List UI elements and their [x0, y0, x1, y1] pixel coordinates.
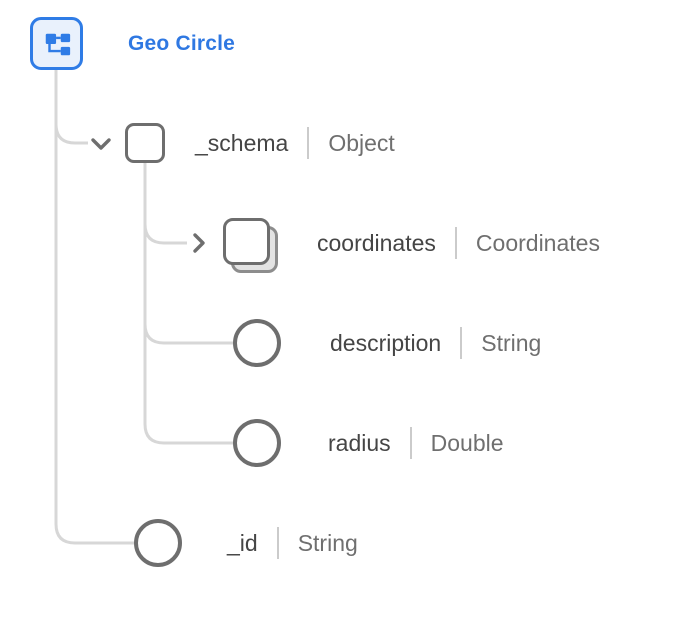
connector-schema-to-radius [143, 163, 233, 445]
tree-node-id[interactable]: _id String [227, 519, 358, 567]
name-type-divider [307, 127, 310, 159]
array-stack-icon[interactable] [223, 218, 279, 274]
connector-root-to-id [54, 70, 134, 545]
field-name: _schema [195, 129, 289, 156]
tree-node-coordinates[interactable]: coordinates Coordinates [317, 219, 600, 267]
chevron-down-icon [91, 138, 111, 150]
object-square-icon[interactable] [125, 123, 165, 163]
field-type: Double [430, 429, 504, 456]
chevron-right-icon [193, 233, 205, 253]
schema-tree-icon [42, 29, 72, 59]
tree-node-schema[interactable]: _schema Object [195, 119, 395, 167]
field-circle-icon[interactable] [233, 419, 281, 467]
connector-schema-to-description [143, 323, 233, 345]
name-type-divider [454, 227, 457, 259]
field-circle-icon[interactable] [134, 519, 182, 567]
field-circle-icon[interactable] [233, 319, 281, 367]
array-stack-front-card [223, 218, 270, 265]
field-name: description [330, 329, 442, 356]
connector-schema-to-coordinates [143, 223, 187, 245]
field-name: radius [328, 429, 391, 456]
tree-node-description[interactable]: description String [330, 319, 541, 367]
tree-node-radius[interactable]: radius Double [328, 419, 504, 467]
field-type: Object [328, 129, 395, 156]
field-name: _id [227, 529, 258, 556]
field-name: coordinates [317, 229, 436, 256]
name-type-divider [276, 527, 279, 559]
connector-root-to-schema [54, 123, 88, 145]
field-type: String [297, 529, 358, 556]
field-type: Coordinates [475, 229, 600, 256]
schema-root-node-button[interactable] [30, 17, 83, 70]
name-type-divider [460, 327, 463, 359]
name-type-divider [409, 427, 412, 459]
schema-title[interactable]: Geo Circle [128, 31, 236, 55]
field-type: String [481, 329, 542, 356]
